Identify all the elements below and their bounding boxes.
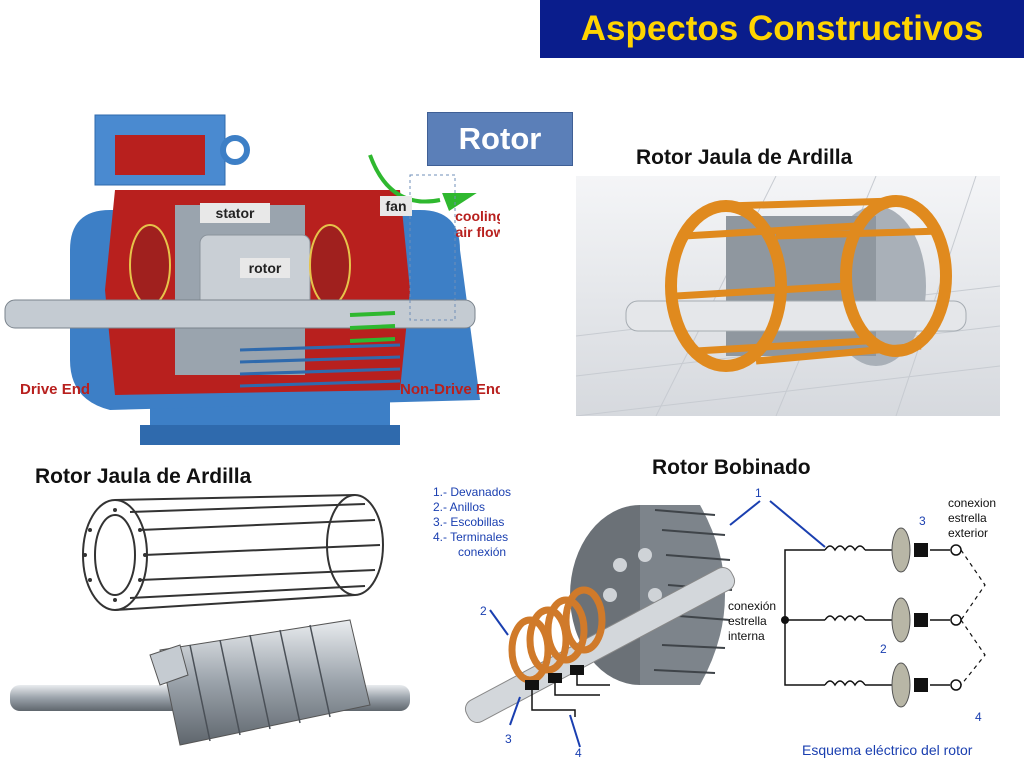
airflow-arrows: [349, 154, 477, 343]
schematic-terminals: [950, 544, 962, 691]
title-bar: Aspectos Constructivos: [540, 0, 1024, 58]
coil-middle: [824, 615, 866, 622]
lifting-eye: [220, 135, 250, 165]
end-ring-front: [665, 200, 787, 372]
terminal-box-interior: [115, 135, 205, 175]
legend-item-4-cont: conexión: [458, 545, 506, 559]
terminal-wires: [531, 675, 610, 717]
motor-cutaway-illustration: stator fan rotor cooling air flow Drive …: [4, 114, 500, 445]
skewed-rotor-render: [10, 619, 410, 746]
external-star-connection: [960, 549, 986, 686]
marker-4-rotor: 4: [575, 746, 582, 760]
brushes: [525, 665, 584, 690]
drive-end-label: Drive End: [20, 381, 90, 398]
external-star-label-3: exterior: [948, 526, 988, 540]
marker-2-rotor: 2: [480, 604, 487, 618]
page-title: Aspectos Constructivos: [580, 9, 984, 48]
internal-star-label-2: estrella: [728, 614, 767, 628]
legend-item-2: 2.- Anillos: [433, 500, 485, 514]
rotor-label-plate: [240, 258, 290, 278]
fan-cage: [409, 174, 456, 321]
skewed-rotor-core: [159, 619, 371, 746]
slip-rings: [508, 586, 606, 684]
rotor-label: rotor: [249, 260, 282, 276]
legend-item-3: 3.- Escobillas: [433, 515, 504, 529]
stator-label: stator: [216, 205, 255, 221]
squirrel-cage-drawing: [82, 494, 384, 611]
wound-rotor-legend: 1.- Devanados 2.- Anillos 3.- Escobillas…: [433, 485, 511, 559]
skewed-rotor-fin: [149, 644, 189, 686]
cage-ring-left-inner: [94, 514, 136, 596]
cage-ring-left: [82, 499, 148, 611]
fan-label: fan: [386, 198, 407, 214]
external-star-label-1: conexion: [948, 496, 996, 510]
coil-bottom: [824, 680, 866, 687]
caption-squirrel-cage-bottom: Rotor Jaula de Ardilla: [35, 465, 252, 488]
marker-4-schematic: 4: [975, 710, 982, 724]
marker-1: 1: [755, 486, 762, 500]
skewed-rotor-slots: [189, 624, 331, 742]
rotor-badge-label: Rotor: [458, 121, 542, 156]
wound-rotor-schematic: 1 2 3 4 3 2 4 c: [464, 486, 996, 760]
cooling-label-1: cooling: [455, 208, 500, 224]
caption-squirrel-cage-top: Rotor Jaula de Ardilla: [636, 146, 853, 169]
external-star-label-2: estrella: [948, 511, 987, 525]
legend-item-4: 4.- Terminales: [433, 530, 508, 544]
legend-item-1: 1.- Devanados: [433, 485, 511, 499]
cooling-label-2: air flow: [455, 224, 500, 240]
fan-label-plate: [380, 196, 412, 216]
rotor-badge: Rotor: [427, 112, 573, 166]
cage-drawing-bars: [114, 494, 381, 611]
coil-top: [824, 545, 866, 552]
cage-shaft: [625, 300, 967, 332]
motor-shaft: [4, 299, 476, 329]
squirrel-cage-render: [576, 176, 1000, 416]
winding-left: [129, 224, 171, 306]
callout-lines: [489, 500, 826, 748]
cage-bars: [675, 197, 942, 365]
schematic-caption: Esquema eléctrico del rotor: [802, 742, 973, 758]
marker-3-schematic: 3: [919, 514, 926, 528]
non-drive-end-label: Non-Drive End: [400, 381, 500, 398]
stator-label-plate: [200, 203, 270, 223]
star-point: [781, 616, 789, 624]
cooling-fins: [239, 343, 401, 388]
cage-ring-holes: [83, 508, 147, 602]
slip-ring-symbols: [891, 527, 928, 708]
motor-foot: [140, 425, 400, 445]
internal-star-label-1: conexión: [728, 599, 776, 613]
internal-star-label-3: interna: [728, 629, 765, 643]
caption-wound-rotor: Rotor Bobinado: [652, 456, 811, 479]
marker-3-rotor: 3: [505, 732, 512, 746]
schematic-wiring: [784, 545, 950, 687]
marker-2-schematic: 2: [880, 642, 887, 656]
winding-right: [309, 224, 351, 306]
